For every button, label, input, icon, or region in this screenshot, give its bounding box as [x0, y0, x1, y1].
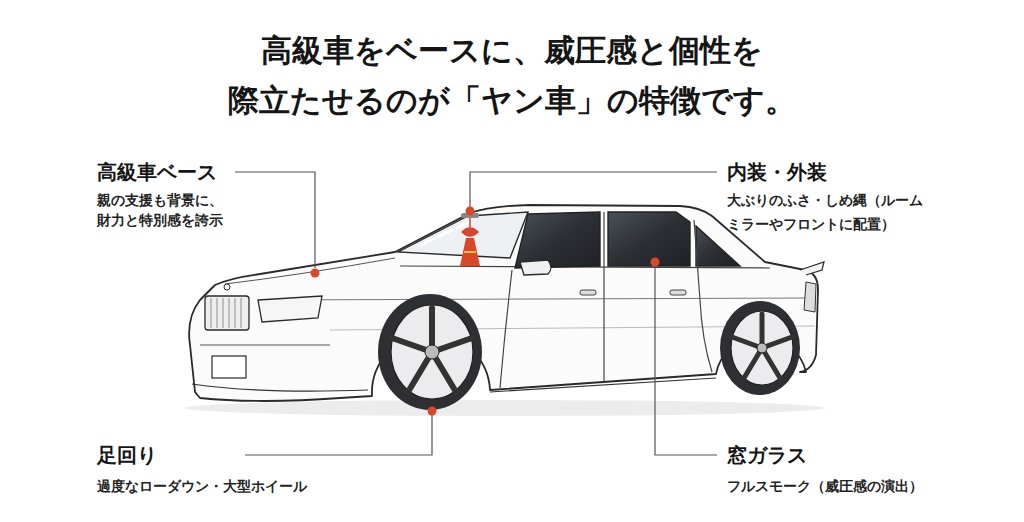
wheel-spokes: [732, 314, 792, 378]
front-tire: [378, 294, 482, 410]
door-handle: [580, 290, 596, 295]
grille-bars: [211, 298, 241, 328]
leader-line: [245, 415, 432, 455]
callout-dot: [311, 269, 320, 278]
wheel-hub: [425, 345, 439, 359]
tassel-knot: [462, 218, 478, 236]
callout-text: 親の支援も背景に、 財力と特別感を誇示: [97, 190, 257, 230]
rear-spoiler: [800, 262, 824, 275]
windshield: [398, 212, 528, 258]
front-rim: [391, 305, 473, 399]
front-lip: [192, 384, 368, 391]
bumper-line: [200, 345, 330, 346]
callout-text: 大ぶりのふさ・しめ縄（ルーム ミラーやフロントに配置）: [727, 188, 952, 236]
rear-door-window: [608, 212, 690, 266]
door-line: [694, 220, 712, 372]
tassel-band: [464, 251, 476, 253]
wheel-hub: [757, 343, 767, 353]
license-plate: [212, 356, 246, 378]
emblem: [224, 284, 230, 290]
headlight: [258, 296, 322, 322]
tassel: [460, 238, 480, 266]
door-line: [500, 270, 512, 388]
door-handle: [670, 290, 686, 295]
side-mirror: [520, 260, 551, 275]
leader-line: [655, 267, 717, 455]
door-line: [603, 212, 604, 382]
rear-rim: [731, 311, 793, 385]
callout-dot: [428, 407, 437, 416]
ground-shadow: [185, 400, 825, 416]
callout-heading: 足回り: [97, 443, 157, 467]
car-body: [189, 205, 818, 401]
leader-line: [235, 172, 315, 268]
callout-text: 過度なローダウン・大型ホイール: [97, 478, 307, 496]
wheel-spokes: [392, 308, 472, 392]
callout-heading: 窓ガラス: [727, 443, 807, 467]
page-title: 高級車をベースに、威圧感と個性を 際立たせるのが「ヤン車」の特徴です。: [202, 25, 822, 125]
glass-glare: [420, 222, 470, 245]
front-door-window: [515, 212, 600, 268]
grille: [205, 296, 249, 330]
callout-dot: [466, 207, 475, 216]
hood-line: [225, 258, 395, 284]
callout-text: フルスモーク（威圧感の演出）: [727, 478, 923, 496]
character-line: [262, 298, 815, 300]
side-skirt: [490, 378, 716, 392]
callout-dot: [651, 258, 660, 267]
callout-heading: 内装・外装: [727, 160, 827, 184]
tail-light: [804, 282, 816, 312]
callout-heading: 高級車ベース: [97, 160, 217, 184]
leader-line: [470, 172, 717, 207]
rear-tire: [720, 301, 800, 395]
